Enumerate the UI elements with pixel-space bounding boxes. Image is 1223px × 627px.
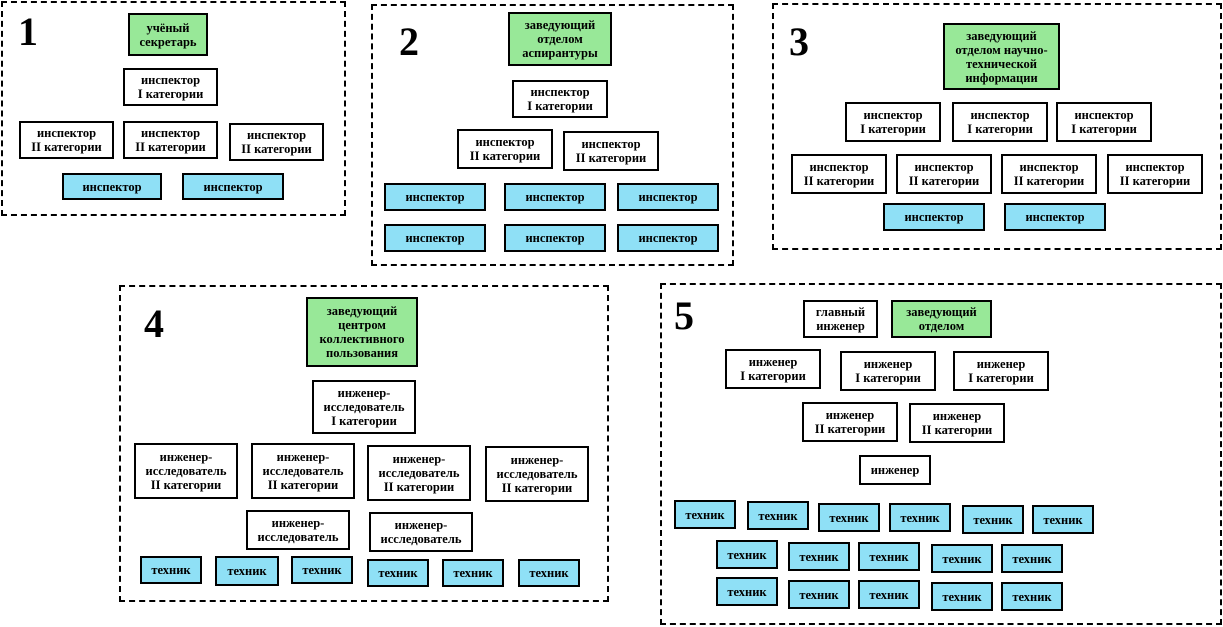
head-box: заведующий отделом научно- технической и…: [943, 23, 1060, 90]
position-box: инспектор I категории: [845, 102, 941, 142]
head-box: учёный секретарь: [128, 13, 208, 56]
panel-number: 2: [399, 19, 419, 64]
staff-box: техник: [858, 580, 920, 609]
position-box: инженер- исследователь II категории: [251, 443, 355, 499]
head-box: заведующий центром коллективного пользов…: [306, 297, 418, 367]
staff-box: техник: [367, 559, 429, 587]
position-box: инспектор II категории: [791, 154, 887, 194]
staff-box: техник: [747, 501, 809, 530]
staff-box: техник: [140, 556, 202, 584]
staff-box: инспектор: [617, 183, 719, 211]
position-box: инспектор II категории: [896, 154, 992, 194]
panel-5: [660, 283, 1222, 625]
position-box: инспектор II категории: [19, 121, 114, 159]
staff-box: техник: [889, 503, 951, 532]
staff-box: инспектор: [182, 173, 284, 200]
position-box: инспектор II категории: [123, 121, 218, 159]
position-box: инженер- исследователь: [369, 512, 473, 552]
panel-4: [119, 285, 609, 602]
position-box: инспектор I категории: [123, 68, 218, 106]
panel-1: [1, 1, 346, 216]
staff-box: техник: [674, 500, 736, 529]
panel-number: 4: [144, 301, 164, 346]
position-box: инженер I категории: [953, 351, 1049, 391]
staff-box: техник: [716, 577, 778, 606]
position-box: инженер II категории: [802, 402, 898, 442]
staff-box: техник: [1032, 505, 1094, 534]
staff-box: инспектор: [504, 183, 606, 211]
staff-box: техник: [518, 559, 580, 587]
staff-box: техник: [788, 542, 850, 571]
position-box: инспектор I категории: [512, 80, 608, 118]
panel-number: 5: [674, 293, 694, 338]
panel-3: [772, 3, 1222, 250]
staff-box: техник: [716, 540, 778, 569]
staff-box: инспектор: [504, 224, 606, 252]
staff-box: инспектор: [1004, 203, 1106, 231]
staff-box: инспектор: [384, 224, 486, 252]
staff-box: техник: [291, 556, 353, 584]
panel-2: [371, 4, 734, 266]
position-box: инженер I категории: [725, 349, 821, 389]
position-box: инженер- исследователь II категории: [134, 443, 238, 499]
panel-number: 1: [18, 9, 38, 54]
position-box: инженер- исследователь II категории: [367, 445, 471, 501]
position-box: инспектор II категории: [1107, 154, 1203, 194]
position-box: инспектор II категории: [229, 123, 324, 161]
position-box: инженер I категории: [840, 351, 936, 391]
staff-box: инспектор: [384, 183, 486, 211]
staff-box: техник: [818, 503, 880, 532]
staff-box: инспектор: [62, 173, 162, 200]
staff-box: техник: [788, 580, 850, 609]
staff-box: техник: [931, 582, 993, 611]
panel-number: 3: [789, 19, 809, 64]
staff-box: техник: [1001, 544, 1063, 573]
position-box: главный инженер: [803, 300, 878, 338]
position-box: инспектор II категории: [457, 129, 553, 169]
staff-box: техник: [858, 542, 920, 571]
position-box: инженер- исследователь I категории: [312, 380, 416, 434]
staff-box: техник: [962, 505, 1024, 534]
head-box: заведующий отделом: [891, 300, 992, 338]
staff-box: инспектор: [617, 224, 719, 252]
position-box: инженер- исследователь: [246, 510, 350, 550]
position-box: инженер- исследователь II категории: [485, 446, 589, 502]
head-box: заведующий отделом аспирантуры: [508, 12, 612, 66]
position-box: инспектор I категории: [1056, 102, 1152, 142]
position-box: инспектор I категории: [952, 102, 1048, 142]
staff-box: техник: [1001, 582, 1063, 611]
staff-box: техник: [442, 559, 504, 587]
staff-box: техник: [215, 556, 279, 586]
staff-box: техник: [931, 544, 993, 573]
position-box: инженер II категории: [909, 403, 1005, 443]
position-box: инженер: [859, 455, 931, 485]
position-box: инспектор II категории: [1001, 154, 1097, 194]
position-box: инспектор II категории: [563, 131, 659, 171]
staff-box: инспектор: [883, 203, 985, 231]
